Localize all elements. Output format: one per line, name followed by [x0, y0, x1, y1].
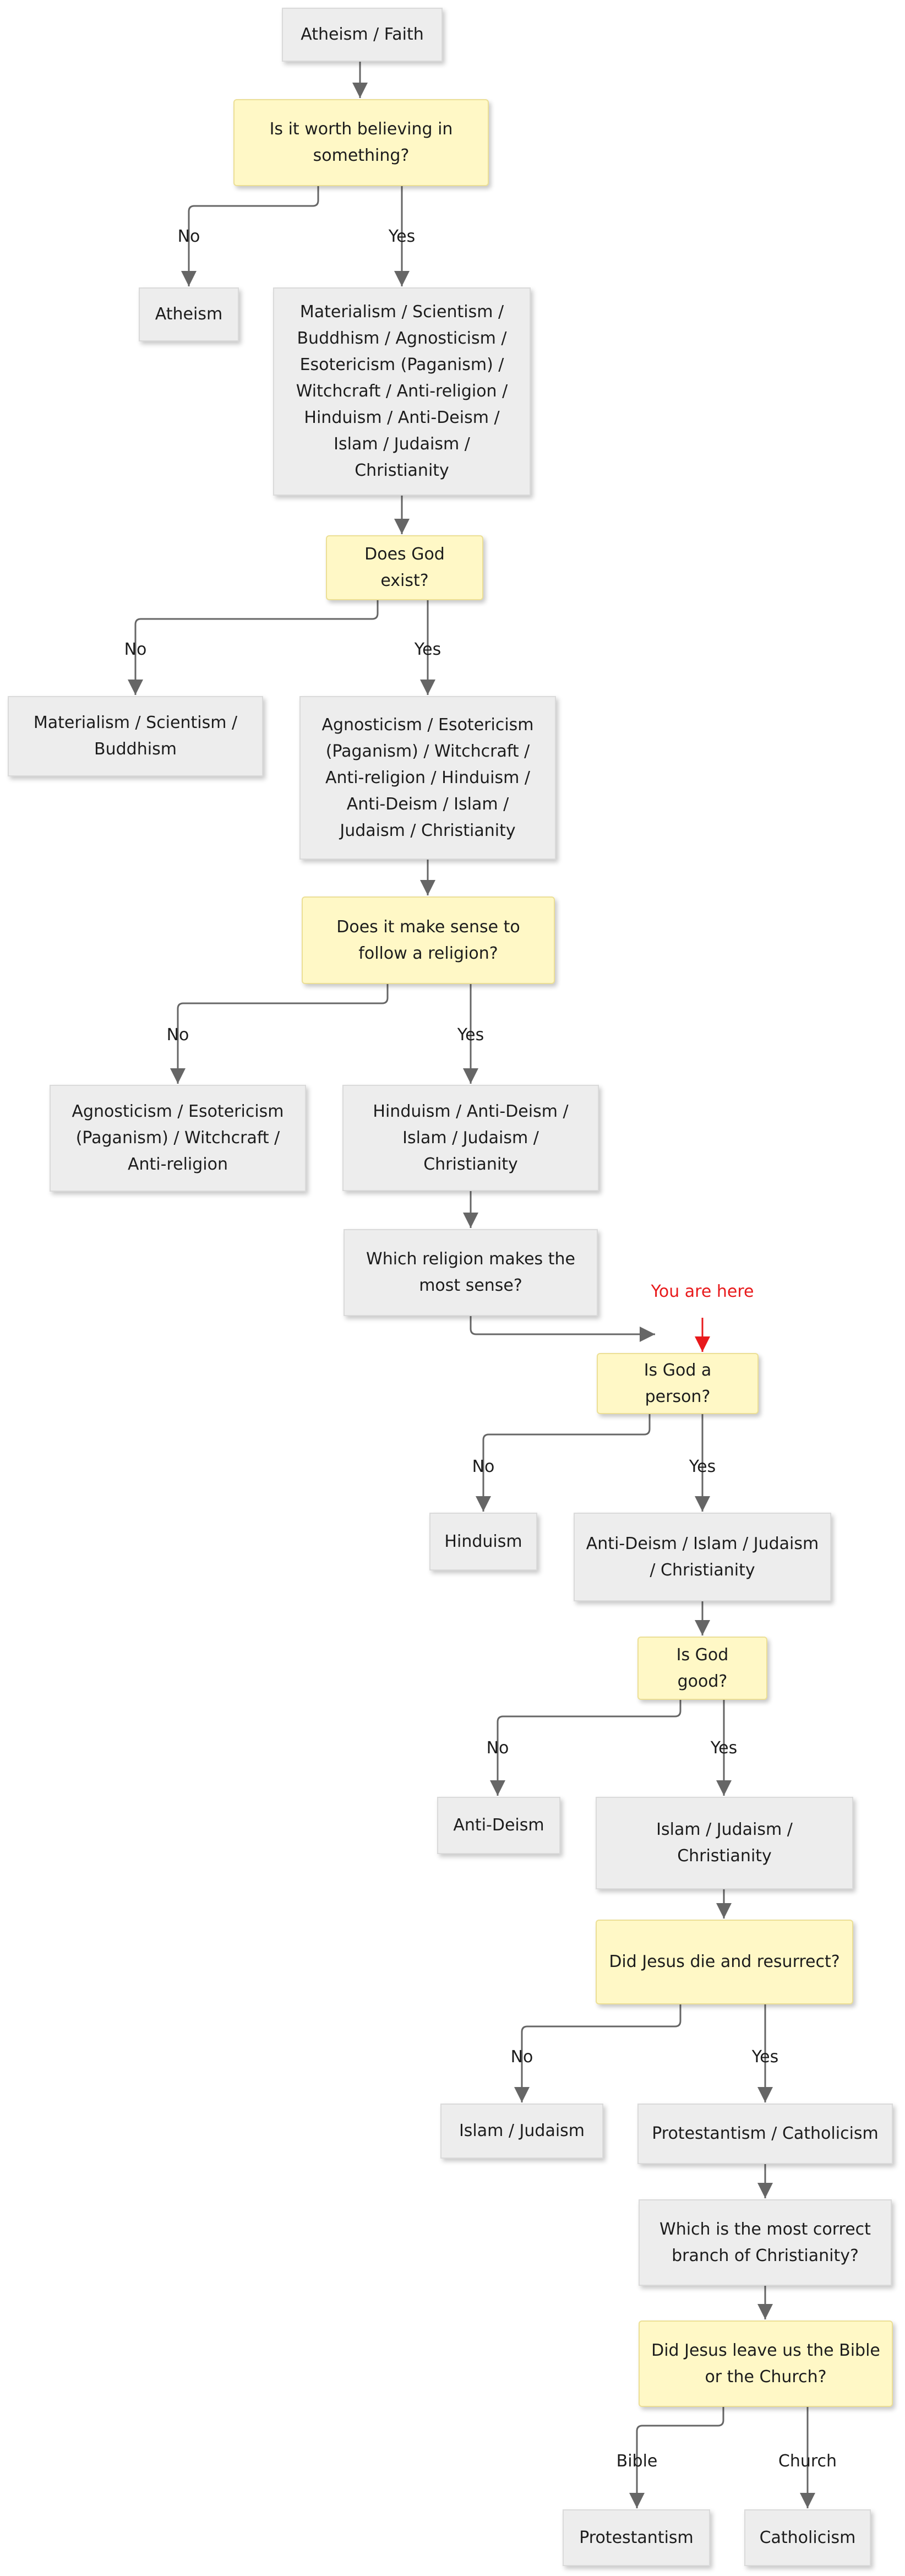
- node-materialism: Materialism / Scientism / Buddhism: [8, 696, 263, 776]
- edge: [629, 2407, 724, 2508]
- node-islam-judaism: Islam / Judaism: [440, 2104, 603, 2159]
- edge: [476, 1414, 651, 1512]
- node-theistic-beliefs: Agnosticism / Esotericism (Paganism) / W…: [299, 696, 556, 860]
- edge: [181, 186, 319, 286]
- node-religions: Hinduism / Anti-Deism / Islam / Judaism …: [342, 1085, 599, 1191]
- question-god-exist: Does God exist?: [326, 535, 483, 600]
- node-atheism: Atheism: [139, 287, 239, 341]
- question-god-person: Is God a person?: [597, 1353, 759, 1414]
- node-which-religion: Which religion makes the most sense?: [344, 1229, 598, 1316]
- edge-label-yes: Yes: [751, 2047, 779, 2067]
- question-jesus-resurrect: Did Jesus die and resurrect?: [596, 1920, 853, 2004]
- question-god-good: Is God good?: [637, 1637, 767, 1700]
- edge-label-yes: Yes: [414, 640, 441, 659]
- edge-label-no: No: [510, 2047, 533, 2067]
- node-hinduism: Hinduism: [429, 1513, 537, 1570]
- edge-label-church: Church: [778, 2452, 837, 2471]
- node-atheism-faith: Atheism / Faith: [282, 8, 443, 62]
- you-are-here-label: You are here: [651, 1282, 754, 1301]
- edge-label-no: No: [486, 1738, 509, 1758]
- edge-label-yes: Yes: [689, 1457, 716, 1476]
- edge-label-no: No: [472, 1457, 495, 1476]
- edge: [514, 2004, 682, 2102]
- edge-label-yes: Yes: [457, 1025, 484, 1045]
- question-bible-or-church: Did Jesus leave us the Bible or the Chur…: [639, 2320, 893, 2407]
- node-christian-branches: Protestantism / Catholicism: [637, 2104, 893, 2164]
- node-abrahamic-deism: Anti-Deism / Islam / Judaism / Christian…: [574, 1513, 831, 1601]
- edge: [490, 1700, 682, 1796]
- node-non-religious: Agnosticism / Esotericism (Paganism) / W…: [50, 1085, 306, 1192]
- edge-label-no: No: [177, 227, 200, 246]
- node-which-branch: Which is the most correct branch of Chri…: [639, 2199, 892, 2286]
- edge-label-no: No: [124, 640, 147, 659]
- node-protestantism: Protestantism: [563, 2509, 710, 2566]
- edge: [128, 600, 379, 695]
- node-all-beliefs: Materialism / Scientism / Buddhism / Agn…: [273, 287, 531, 496]
- node-anti-deism: Anti-Deism: [437, 1797, 560, 1854]
- edge: [170, 984, 389, 1084]
- edge-label-bible: Bible: [616, 2452, 658, 2471]
- node-catholicism: Catholicism: [744, 2509, 871, 2566]
- edge-label-yes: Yes: [710, 1738, 738, 1758]
- edge: [470, 1316, 655, 1342]
- question-worth-believing: Is it worth believing in something?: [233, 99, 489, 186]
- node-abrahamic: Islam / Judaism / Christianity: [596, 1797, 853, 1889]
- edge-label-yes: Yes: [388, 227, 416, 246]
- question-follow-religion: Does it make sense to follow a religion?: [302, 896, 555, 984]
- edge-label-no: No: [166, 1025, 189, 1045]
